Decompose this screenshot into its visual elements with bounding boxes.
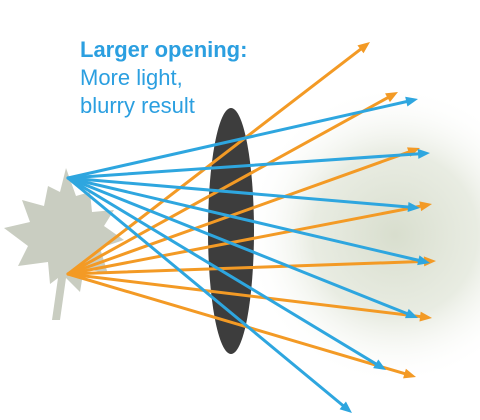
orange-ray-3 [66, 204, 422, 276]
arrow-head-icon [405, 96, 418, 107]
arrow-head-icon [417, 148, 430, 159]
orange-ray-5 [66, 272, 422, 319]
orange-ray-2 [66, 150, 411, 276]
arrow-head-icon [423, 256, 436, 267]
arrow-head-icon [373, 359, 386, 370]
maple-leaf-icon [4, 168, 124, 320]
arrow-head-icon [385, 92, 398, 103]
arrow-head-icon [339, 401, 352, 413]
blur-glow [245, 85, 480, 385]
orange-ray-1 [66, 96, 389, 276]
arrow-head-icon [419, 311, 432, 322]
orange-ray-4 [66, 259, 426, 276]
blue-ray-2 [66, 176, 410, 209]
caption-heading: Larger opening: [80, 37, 248, 62]
blue-ray-1 [66, 152, 420, 180]
blue-ray-5 [66, 176, 378, 366]
arrow-head-icon [419, 201, 432, 212]
orange-ray-0 [66, 47, 362, 276]
arrow-head-icon [405, 308, 418, 319]
blue-ray-4 [66, 176, 409, 316]
orange-ray-6 [66, 272, 406, 376]
blue-ray-0 [66, 100, 408, 180]
blue-ray-3 [66, 176, 420, 262]
arrow-head-icon [417, 255, 430, 266]
blue-ray-6 [66, 176, 345, 407]
arrow-head-icon [407, 201, 420, 212]
arrow-head-icon [357, 42, 370, 54]
caption: Larger opening: More light, blurry resul… [80, 36, 247, 120]
caption-line-2: blurry result [80, 93, 195, 118]
caption-line-1: More light, [80, 65, 183, 90]
arrow-head-icon [403, 368, 416, 379]
